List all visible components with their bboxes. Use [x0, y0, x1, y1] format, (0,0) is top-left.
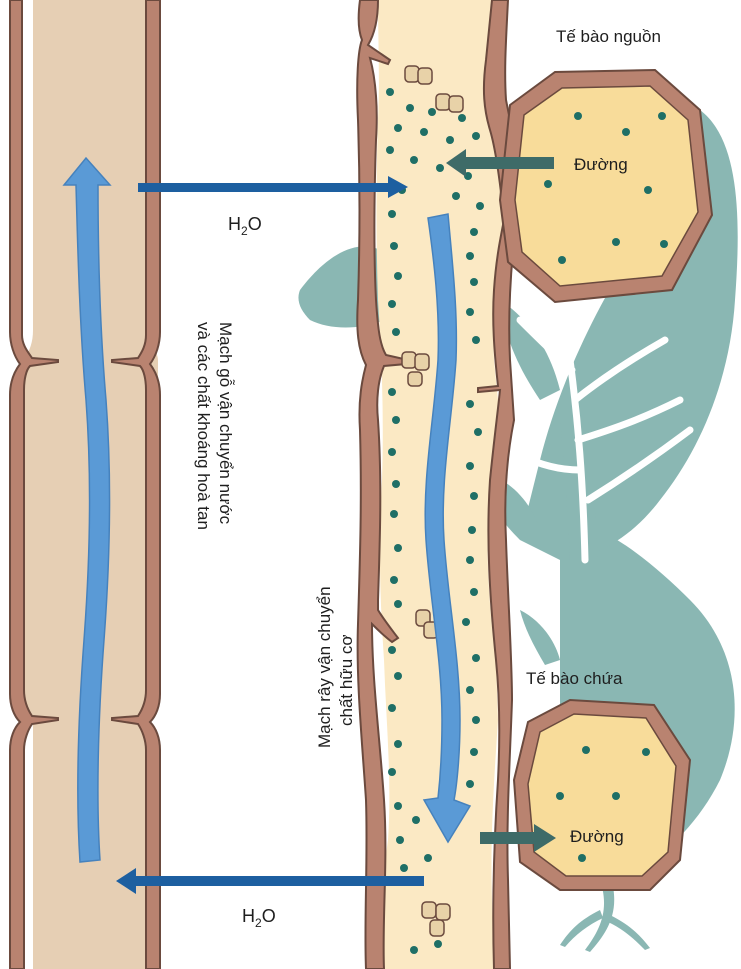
water-label-bottom: H2O [242, 906, 276, 930]
sugar-particle [466, 252, 474, 260]
sugar-particle [394, 272, 402, 280]
sugar-particle [394, 124, 402, 132]
phloem-caption: Mạch rây vận chuyển chất hữu cơ [315, 586, 356, 748]
sink-cell [514, 700, 690, 890]
sugar-particle [386, 88, 394, 96]
sugar-particle [388, 704, 396, 712]
xylem-caption-line1: Mạch gỗ vận chuyển nước [216, 322, 235, 525]
sugar-particle [470, 492, 478, 500]
phloem-caption-line1: Mạch rây vận chuyển [315, 586, 334, 748]
sugar-particle [452, 192, 460, 200]
sugar-particle [388, 448, 396, 456]
sugar-particle [470, 228, 478, 236]
sugar-particle [388, 388, 396, 396]
sugar-particle [410, 946, 418, 954]
sugar-particle [466, 780, 474, 788]
sugar-particle [392, 328, 400, 336]
sugar-particle [462, 618, 470, 626]
sugar-particle [472, 654, 480, 662]
sink-cell-interior [528, 714, 676, 876]
sugar-particle [466, 686, 474, 694]
sugar-particle [470, 278, 478, 286]
sugar-particle [396, 836, 404, 844]
sugar-particle [388, 300, 396, 308]
sugar-label-top: Đường [574, 155, 628, 174]
sugar-particle [474, 428, 482, 436]
sugar-particle [446, 136, 454, 144]
sugar-particle [466, 400, 474, 408]
water-top-h: H [228, 214, 241, 234]
sugar-particle [394, 544, 402, 552]
sugar-particle [458, 114, 466, 122]
xylem-caption-line2: và các chất khoáng hoà tan [194, 322, 213, 530]
sugar-label-bottom: Đường [570, 827, 624, 846]
water-top-o: O [248, 214, 262, 234]
sugar-particle [466, 308, 474, 316]
sugar-particle [394, 802, 402, 810]
sugar-particle [394, 672, 402, 680]
sugar-particle [424, 854, 432, 862]
sugar-particle [386, 146, 394, 154]
sugar-particle [390, 576, 398, 584]
sugar-particle [388, 646, 396, 654]
sugar-particle [470, 588, 478, 596]
sugar-particle [466, 462, 474, 470]
sugar-particle [436, 164, 444, 172]
sugar-particle [390, 242, 398, 250]
sink-cell-label: Tế bào chứa [526, 669, 623, 688]
sugar-particle [400, 864, 408, 872]
sugar-particle [410, 156, 418, 164]
phloem-caption-line2: chất hữu cơ [337, 634, 356, 726]
sugar-particle [468, 526, 476, 534]
xylem-caption: Mạch gỗ vận chuyển nước và các chất khoá… [194, 322, 235, 530]
sugar-particle [434, 940, 442, 948]
sugar-particle [420, 128, 428, 136]
sugar-particle [466, 556, 474, 564]
sugar-particle [476, 202, 484, 210]
water-bottom-h: H [242, 906, 255, 926]
sugar-particle [392, 416, 400, 424]
water-label-top: H2O [228, 214, 262, 238]
sugar-particle [412, 816, 420, 824]
sugar-particle [392, 480, 400, 488]
sugar-particle [388, 768, 396, 776]
sugar-particle [390, 510, 398, 518]
water-bottom-o: O [262, 906, 276, 926]
source-cell-label: Tế bào nguồn [556, 27, 661, 46]
sugar-particle [394, 600, 402, 608]
sugar-particle [388, 210, 396, 218]
sugar-particle [470, 748, 478, 756]
source-cell-interior [515, 86, 698, 286]
sugar-particle [472, 132, 480, 140]
sugar-particle [406, 104, 414, 112]
sugar-particle [472, 336, 480, 344]
source-cell [500, 70, 712, 302]
sugar-particle [428, 108, 436, 116]
sugar-particle [472, 716, 480, 724]
sugar-particle [394, 740, 402, 748]
